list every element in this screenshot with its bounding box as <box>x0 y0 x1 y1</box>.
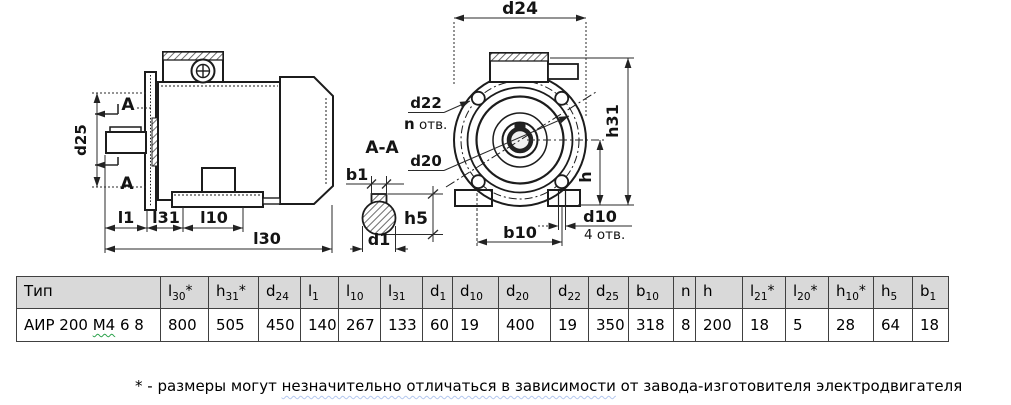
cell: 18 <box>742 308 786 342</box>
label-d10: d10 <box>583 207 617 226</box>
key-front <box>514 123 526 131</box>
label-h5: h5 <box>404 209 428 229</box>
table-row: АИР 200 М4 6 8 800 505 450 140 267 133 6… <box>16 308 949 342</box>
col-header: h5 <box>873 276 913 309</box>
label-d1: d1 <box>368 230 391 249</box>
cell: 8 <box>673 308 696 342</box>
foot-plate <box>171 191 264 208</box>
fan-cover <box>279 76 334 205</box>
col-header: l31 <box>380 276 423 309</box>
front-foot-left <box>454 189 493 207</box>
cell: 505 <box>208 308 259 342</box>
col-header: b10 <box>628 276 674 309</box>
label-l31: l31 <box>152 208 180 227</box>
shaft-section <box>361 200 397 236</box>
col-header: b1 <box>912 276 949 309</box>
cell: 5 <box>785 308 829 342</box>
bolt-hole <box>554 174 570 190</box>
label-h: h <box>576 171 595 182</box>
cell: 19 <box>550 308 589 342</box>
cell: 400 <box>498 308 551 342</box>
table-header-row: Тип l30* h31* d24 l1 l10 l31 d1 d10 d20 … <box>16 276 949 309</box>
col-header: d24 <box>258 276 301 309</box>
label-section-title: A-A <box>365 138 399 158</box>
col-header: h <box>695 276 743 309</box>
cell: 133 <box>380 308 423 342</box>
cell: 450 <box>258 308 301 342</box>
col-header: d20 <box>498 276 551 309</box>
col-header: n <box>673 276 696 309</box>
label-section-a-top: A <box>121 95 135 115</box>
dimensions-table: Тип l30* h31* d24 l1 l10 l31 d1 d10 d20 … <box>16 276 949 342</box>
bolt-hole <box>470 174 486 190</box>
footnote: * - размеры могут незначительно отличать… <box>135 377 962 395</box>
label-d20: d20 <box>410 152 442 170</box>
shaft <box>105 131 147 154</box>
label-d24: d24 <box>502 0 538 19</box>
technical-drawing: d25 A A l1 l31 l10 l30 <box>72 0 634 253</box>
col-header: d1 <box>422 276 453 309</box>
col-header: d25 <box>588 276 629 309</box>
foot-block <box>201 167 236 193</box>
side-view <box>105 51 334 211</box>
col-header-type: Тип <box>16 276 161 309</box>
label-b10: b10 <box>503 223 537 242</box>
label-four-holes: 4 отв. <box>584 227 625 243</box>
col-header: l10 <box>338 276 381 309</box>
label-n-holes: n отв. <box>404 115 447 133</box>
cell: 318 <box>628 308 674 342</box>
col-header: l1 <box>300 276 339 309</box>
col-header: l20* <box>785 276 829 309</box>
cell: 60 <box>422 308 453 342</box>
col-header: l30* <box>160 276 209 309</box>
col-header: d22 <box>550 276 589 309</box>
cell: 64 <box>873 308 913 342</box>
col-header: h10* <box>828 276 874 309</box>
cell: 200 <box>695 308 743 342</box>
cell-motor-type: АИР 200 М4 6 8 <box>16 308 161 342</box>
side-view-dimensions <box>92 92 333 253</box>
label-h31: h31 <box>603 104 622 138</box>
cell: 350 <box>588 308 629 342</box>
footnote-marked: незначительно отличаться в зависимости <box>281 377 616 395</box>
label-b1: b1 <box>346 165 369 184</box>
label-l30: l30 <box>253 229 281 248</box>
bolt-hole <box>470 90 486 106</box>
label-section-a-bottom: A <box>120 174 134 194</box>
label-l10: l10 <box>200 208 228 227</box>
cell: 28 <box>828 308 874 342</box>
col-header: l21* <box>742 276 786 309</box>
bolt-hole <box>554 90 570 106</box>
cell: 19 <box>452 308 499 342</box>
cell: 18 <box>912 308 949 342</box>
front-view-dimensions <box>408 14 634 246</box>
cell: 267 <box>338 308 381 342</box>
cell: 800 <box>160 308 209 342</box>
section-a-a <box>361 193 397 236</box>
footnote-prefix: * - размеры могут <box>135 377 282 395</box>
section-a-a-dimensions <box>346 176 443 253</box>
col-header: d10 <box>452 276 499 309</box>
label-d25: d25 <box>72 124 90 156</box>
front-view <box>445 52 597 207</box>
footnote-suffix: от завода-изготовителя электродвигателя <box>615 377 963 395</box>
col-header: h31* <box>208 276 259 309</box>
label-d22: d22 <box>410 94 442 112</box>
label-l1: l1 <box>118 208 135 227</box>
cell: 140 <box>300 308 339 342</box>
